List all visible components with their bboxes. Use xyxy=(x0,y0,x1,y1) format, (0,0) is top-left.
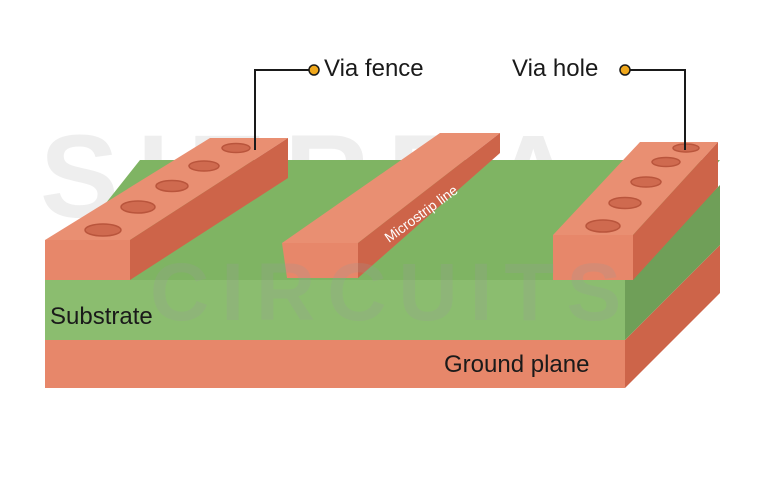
via-fence-label: Via fence xyxy=(324,55,424,82)
ground-plane-side xyxy=(625,245,720,388)
via-fence-right-front xyxy=(553,235,633,280)
via-hole-icon xyxy=(155,179,189,193)
via-fence-left-front xyxy=(45,240,130,280)
via-hole-icon xyxy=(630,176,662,188)
via-hole-icon xyxy=(221,142,251,154)
via-fence-left-side xyxy=(130,138,288,280)
substrate-label: Substrate xyxy=(50,303,153,330)
dot-icon xyxy=(308,64,320,76)
ground-plane-label: Ground plane xyxy=(444,351,590,378)
via-hole-icon xyxy=(585,219,621,233)
via-hole-icon xyxy=(120,200,156,214)
ground-plane-front xyxy=(45,340,625,388)
via-hole-icon xyxy=(651,156,681,168)
callout-line-via-fence xyxy=(254,69,312,150)
via-hole-icon xyxy=(84,223,122,237)
callout-line-via-hole xyxy=(627,69,686,150)
via-fence-right-side xyxy=(633,142,718,280)
substrate-front xyxy=(45,280,625,340)
substrate-side xyxy=(625,185,720,340)
via-hole-label: Via hole xyxy=(512,55,599,82)
microstrip-line-front xyxy=(282,243,358,278)
microstrip-line-side xyxy=(358,133,500,278)
via-fence-left-holes xyxy=(84,142,251,237)
dot-icon xyxy=(619,64,631,76)
via-hole-icon xyxy=(188,160,220,172)
watermark-text-bottom: CIRCUITS xyxy=(150,247,634,338)
via-hole-icon xyxy=(608,196,642,210)
microstrip-line-top xyxy=(282,133,500,243)
